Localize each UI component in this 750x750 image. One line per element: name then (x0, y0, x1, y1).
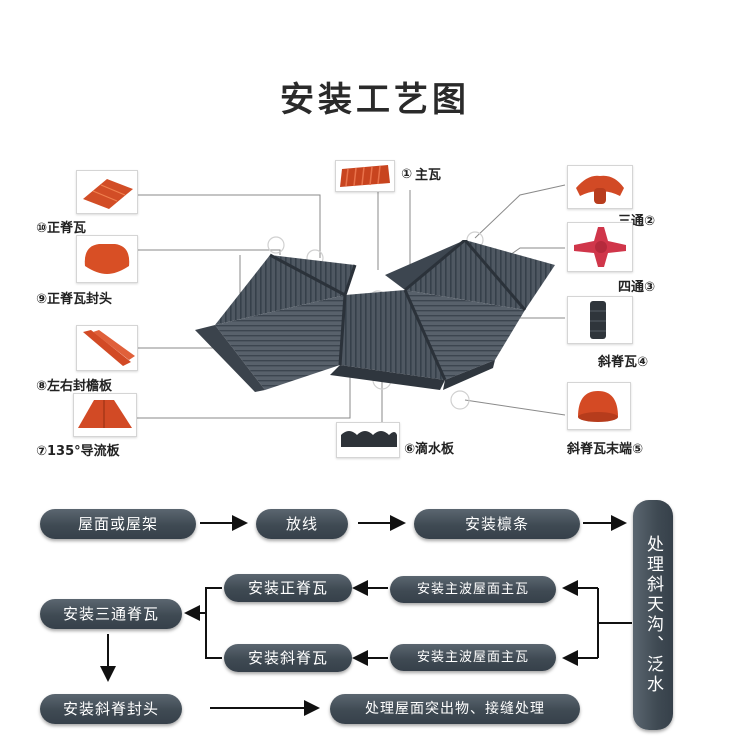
part-label-7: ⑦135°导流板 (36, 444, 120, 459)
part-three-way-image (567, 165, 633, 209)
part-hip-tile-image (567, 296, 633, 344)
part-label-9: ⑨正脊瓦封头 (36, 292, 113, 307)
flow-main-tile-b: 安装主波屋面主瓦 (390, 644, 556, 671)
part-drip-board-image (336, 422, 400, 458)
roof-illustration (195, 240, 555, 392)
part-ridge-tile-image (76, 170, 138, 214)
part-label-6: ⑥滴水板 (404, 442, 455, 457)
part-label-10: ⑩正脊瓦 (36, 221, 87, 236)
flow-ridge-tile: 安装正脊瓦 (224, 574, 352, 602)
flow-hip-tile: 安装斜脊瓦 (224, 644, 352, 672)
part-main-tile-image (335, 160, 395, 192)
flow-three-way: 安装三通脊瓦 (40, 599, 182, 629)
flow-roof-frame: 屋面或屋架 (40, 509, 196, 539)
flow-hip-end: 安装斜脊封头 (40, 694, 182, 724)
flow-finish: 处理屋面突出物、接缝处理 (330, 694, 580, 724)
part-eave-board-image (76, 325, 138, 371)
part-four-way-image (567, 222, 633, 272)
part-label-8: ⑧左右封檐板 (36, 379, 113, 394)
part-label-3: 四通③ (618, 280, 656, 295)
part-guide-board-image (73, 393, 137, 437)
flow-arrows (100, 515, 632, 716)
part-ridge-end-image (76, 235, 138, 283)
flow-set-out: 放线 (256, 509, 348, 539)
flow-main-tile-a: 安装主波屋面主瓦 (390, 576, 556, 603)
flow-handle-valley: 处理斜天沟、泛水 (633, 500, 673, 730)
part-label-5: 斜脊瓦末端⑤ (567, 442, 644, 457)
part-hip-end-image (567, 382, 631, 430)
flow-install-purlin: 安装檩条 (414, 509, 580, 539)
part-label-4: 斜脊瓦④ (598, 355, 649, 370)
page-title: 安装工艺图 (280, 80, 470, 120)
